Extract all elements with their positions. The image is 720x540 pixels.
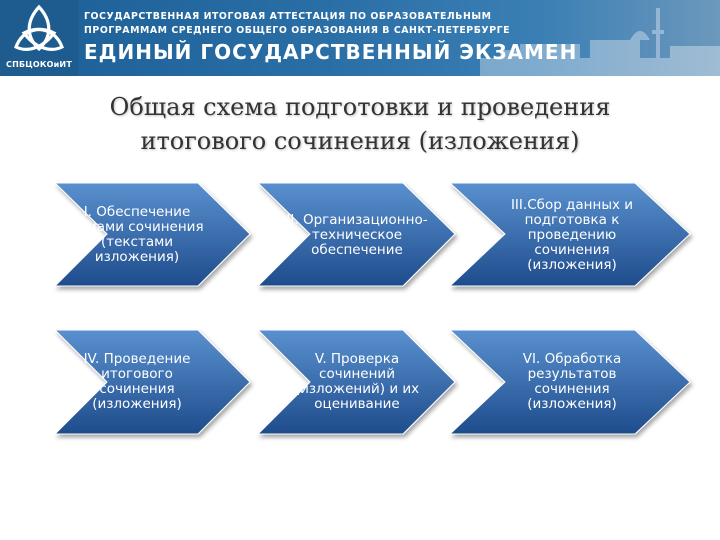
step-3-label: III.Сбор данных и подготовка к проведени… bbox=[510, 196, 634, 273]
step-6-label: VI. Обработка результатов сочинения (изл… bbox=[522, 351, 622, 412]
page-title: Общая схема подготовки и проведения итог… bbox=[40, 90, 680, 158]
step-5-chevron bbox=[256, 329, 456, 435]
step-1-chevron bbox=[53, 182, 251, 287]
page-title-line-1: Общая схема подготовки и проведения bbox=[109, 93, 611, 121]
step-5-label: V. Проверка сочинений (изложений) и их о… bbox=[294, 351, 420, 412]
step-1-label: I. Обеспечение темами сочинения (текстам… bbox=[70, 204, 204, 265]
page-title-line-2: итогового сочинения (изложения) bbox=[140, 127, 580, 155]
step-6-chevron bbox=[448, 329, 691, 435]
step-2-chevron bbox=[256, 182, 456, 287]
step-4-chevron bbox=[53, 329, 251, 435]
logo: СПБЦОКОиИТ bbox=[0, 0, 78, 76]
banner-main-title: ЕДИНЫЙ ГОСУДАРСТВЕННЫЙ ЭКЗАМЕН bbox=[84, 40, 578, 64]
step-2-label: II. Организационно-техническое обеспечен… bbox=[286, 211, 428, 258]
banner-subtitle-line-2: ПРОГРАММАМ СРЕДНЕГО ОБЩЕГО ОБРАЗОВАНИЯ В… bbox=[84, 25, 511, 36]
triquetra-logo-icon bbox=[13, 4, 65, 52]
banner-subtitle-line-1: ГОСУДАРСТВЕННАЯ ИТОГОВАЯ АТТЕСТАЦИЯ ПО О… bbox=[84, 11, 492, 22]
step-3-chevron bbox=[448, 182, 691, 287]
logo-caption: СПБЦОКОиИТ bbox=[6, 60, 72, 69]
city-skyline-image bbox=[480, 8, 720, 76]
step-4-label: IV. Проведение итогового сочинения (изло… bbox=[83, 351, 191, 412]
header-banner: СПБЦОКОиИТ ГОСУДАРСТВЕННАЯ ИТОГОВАЯ АТТЕ… bbox=[0, 0, 720, 76]
